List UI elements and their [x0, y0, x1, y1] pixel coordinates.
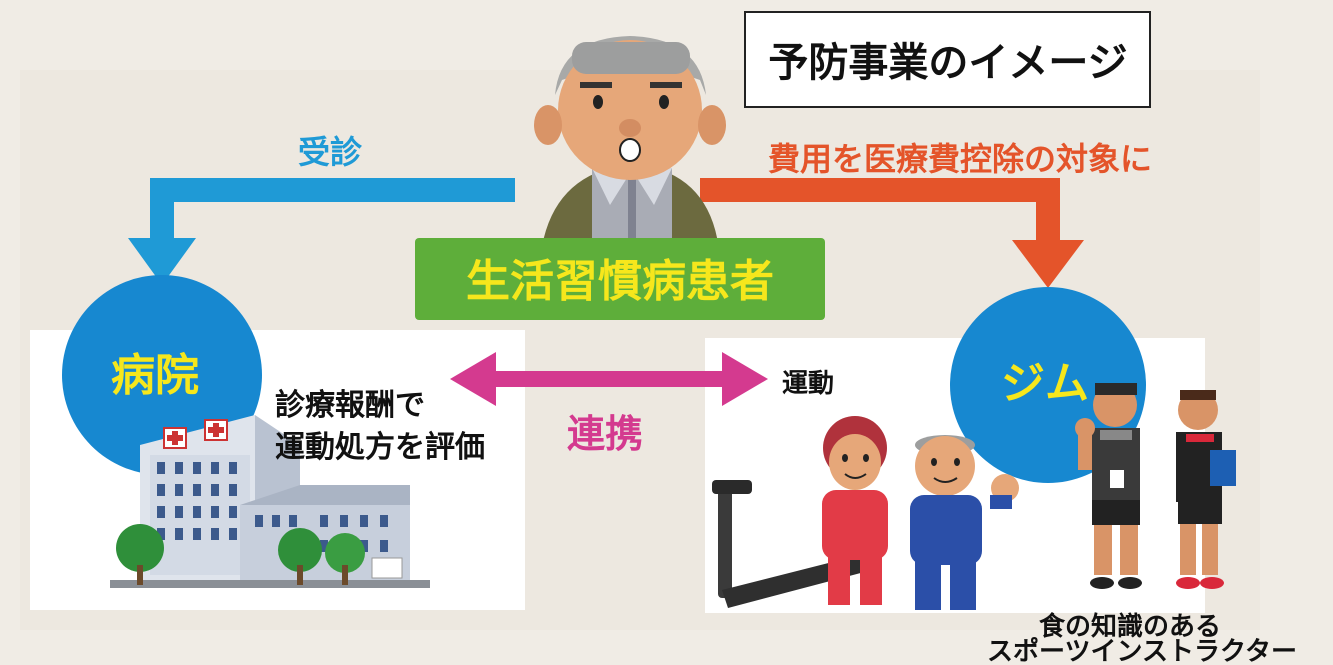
tree-icon — [116, 524, 365, 585]
title-box — [744, 11, 1151, 108]
consult-arrow — [128, 178, 515, 285]
instructor-figure — [1176, 390, 1236, 589]
hospital-label: 病院 — [111, 350, 199, 401]
cooperation-label: 連携 — [567, 412, 643, 456]
patient-face — [558, 40, 702, 180]
senior-man-figure — [910, 435, 1019, 610]
patient-label-box — [415, 238, 825, 320]
cooperation-arrow — [450, 352, 768, 406]
patient-label: 生活習慣病患者 — [466, 256, 774, 307]
instructor-caption-line2: スポーツインストラクター — [987, 636, 1297, 665]
deduction-arrow — [700, 178, 1084, 288]
instructor-caption-line1: 食の知識のある — [1039, 611, 1221, 642]
hospital-note-line2: 運動処方を評価 — [275, 430, 485, 465]
hospital-building-icon — [110, 415, 430, 588]
patient-figure — [534, 36, 726, 262]
gym-label: ジム — [1001, 358, 1089, 409]
consult-label: 受診 — [298, 133, 363, 171]
senior-woman-figure — [822, 416, 888, 605]
hospital-note-line1: 診療報酬で — [275, 388, 425, 423]
exercise-label: 運動 — [782, 369, 834, 399]
page-title: 予防事業のイメージ — [768, 40, 1127, 86]
instructor-figure — [1075, 383, 1142, 589]
deduction-label: 費用を医療費控除の対象に — [768, 140, 1152, 178]
